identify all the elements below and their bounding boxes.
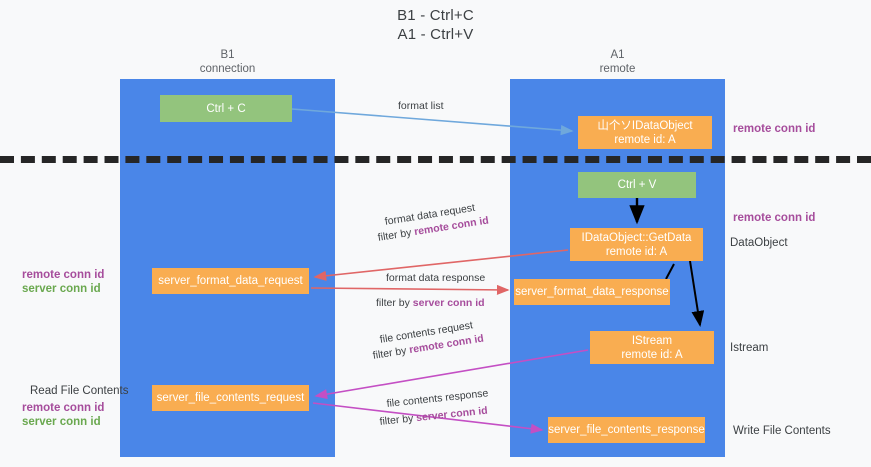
- node-idataobject[interactable]: 山个ソIDataObject remote id: A: [578, 116, 712, 149]
- annotation-right-istream: Istream: [730, 342, 769, 354]
- node-getdata-sub: remote id: A: [605, 245, 668, 258]
- title-line-2: A1 - Ctrl+V: [397, 26, 474, 43]
- node-sfcresp-label: server_file_contents_response: [548, 424, 705, 436]
- edge-format-list: [291, 108, 574, 136]
- edge-label-format-list-text: format list: [398, 100, 444, 112]
- section-divider: [0, 156, 871, 163]
- node-server-format-data-request[interactable]: server_format_data_request: [152, 268, 309, 294]
- edge-file-contents-response: [312, 402, 544, 434]
- annotation-left-read-file-contents: Read File Contents: [30, 385, 129, 397]
- edge-label-format-data-response: format data response: [386, 272, 485, 285]
- annotation-right-remote-conn-id-mid: remote conn id: [733, 212, 816, 224]
- node-sfdresp-label: server_format_data_response: [515, 286, 669, 298]
- edge-format-data-response: [310, 284, 510, 296]
- annotation-right-dataobject: DataObject: [730, 237, 788, 249]
- lane-header-b1-name: B1: [220, 49, 235, 61]
- lane-header-a1-sub: remote: [599, 62, 636, 75]
- annotation-right-remote-conn-id-top: remote conn id: [733, 123, 816, 135]
- edge-response-to-getdata: [665, 263, 675, 280]
- page-title: B1 - Ctrl+C A1 - Ctrl+V: [0, 6, 871, 44]
- edge-label-format-data-response-filter: filter by server conn id: [376, 297, 485, 310]
- node-istream[interactable]: IStream remote id: A: [590, 331, 714, 364]
- node-ctrl-v[interactable]: Ctrl + V: [578, 172, 696, 198]
- annotation-left-server-conn-id: server conn id: [22, 283, 101, 295]
- annotation-left-remote-conn-id-2: remote conn id: [22, 402, 105, 414]
- node-ctrl-v-label: Ctrl + V: [617, 179, 657, 191]
- annotation-left-server-conn-id-2: server conn id: [22, 416, 101, 428]
- annotation-right-write-file-contents: Write File Contents: [733, 425, 831, 437]
- node-idataobject-label: 山个ソIDataObject: [597, 119, 693, 132]
- title-line-1: B1 - Ctrl+C: [397, 7, 474, 24]
- lane-header-b1-sub: connection: [199, 62, 256, 75]
- annotation-left-remote-conn-id: remote conn id: [22, 269, 105, 281]
- edge-file-contents-request: [314, 349, 589, 400]
- node-ctrl-c[interactable]: Ctrl + C: [160, 95, 292, 122]
- edge-label-fdresp-filter-key: server conn id: [412, 297, 485, 309]
- node-ctrl-c-label: Ctrl + C: [206, 102, 246, 115]
- edge-getdata-istream: [689, 260, 705, 327]
- edge-label-fdresp-text: format data response: [386, 272, 486, 284]
- lane-header-a1: A1 remote: [510, 49, 725, 76]
- node-sfcreq-label: server_file_contents_request: [156, 392, 305, 404]
- node-sfdreq-label: server_format_data_request: [158, 275, 303, 287]
- node-server-format-data-response[interactable]: server_format_data_response: [514, 279, 670, 305]
- edge-label-fcresp-filter-prefix: filter by: [379, 412, 417, 428]
- edge-format-data-request: [313, 249, 569, 281]
- annotation-left-conn-ids: remote conn id server conn id: [22, 268, 104, 296]
- edge-label-fdresp-filter-prefix: filter by: [376, 297, 413, 309]
- lane-header-a1-name: A1: [610, 49, 625, 61]
- node-getdata-label: IDataObject::GetData: [581, 231, 692, 244]
- node-idataobject-sub: remote id: A: [614, 133, 676, 146]
- annotation-left-conn-ids-2: remote conn id server conn id: [22, 401, 104, 429]
- node-istream-sub: remote id: A: [621, 348, 683, 361]
- edge-label-format-list: format list: [398, 100, 444, 113]
- node-server-file-contents-request[interactable]: server_file_contents_request: [152, 385, 309, 411]
- node-idataobject-getdata[interactable]: IDataObject::GetData remote id: A: [570, 228, 703, 261]
- node-istream-label: IStream: [631, 334, 673, 347]
- lane-header-b1: B1 connection: [120, 49, 335, 76]
- node-server-file-contents-response[interactable]: server_file_contents_response: [548, 417, 705, 443]
